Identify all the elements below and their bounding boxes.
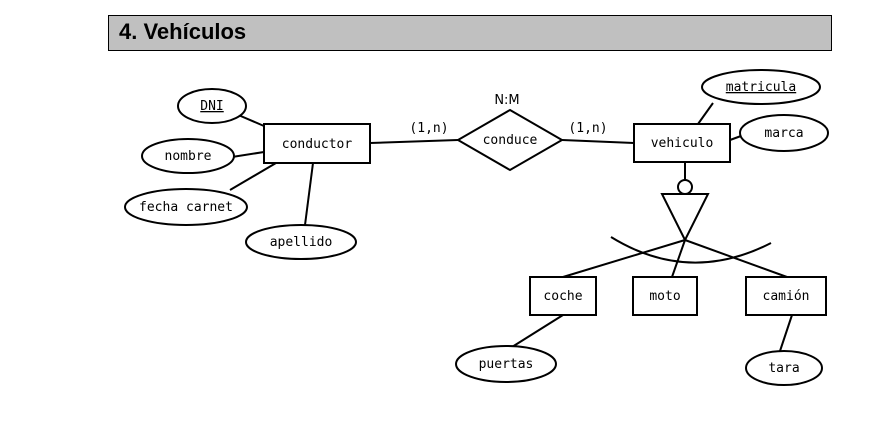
section-title: 4. Vehículos: [119, 19, 247, 44]
entity-conductor-label: conductor: [282, 137, 353, 152]
nombre-connector: [231, 151, 265, 158]
isa-coche-line: [562, 239, 686, 278]
attribute-puertas: puertas: [455, 345, 557, 383]
marca-connector: [729, 135, 742, 141]
attribute-apellido-label: apellido: [270, 235, 333, 250]
attribute-matricula: matricula: [701, 69, 821, 105]
relationship-type-label: N:M: [494, 93, 519, 108]
connector-lines: [229, 102, 793, 352]
attribute-dni-label: DNI: [200, 99, 223, 114]
entity-camion-label: camión: [763, 289, 810, 304]
entity-camion: camión: [745, 276, 827, 316]
attribute-nombre-label: nombre: [165, 149, 212, 164]
relationship-conduce: conduce: [455, 108, 565, 172]
attribute-tara: tara: [745, 350, 823, 386]
tara-connector: [779, 314, 793, 352]
puertas-connector: [511, 314, 564, 348]
attribute-matricula-label: matricula: [726, 80, 796, 95]
isa-triangle: [660, 193, 710, 243]
entity-moto-label: moto: [649, 289, 680, 304]
attribute-puertas-label: puertas: [479, 357, 534, 372]
attribute-tara-label: tara: [768, 361, 799, 376]
attribute-fecha-carnet-label: fecha carnet: [139, 200, 233, 215]
entity-coche: coche: [529, 276, 597, 316]
isa-circle: [677, 179, 693, 195]
cardinality-left: (1,n): [409, 121, 448, 136]
attribute-marca-label: marca: [764, 126, 803, 141]
section-header: 4. Vehículos: [108, 15, 832, 51]
cardinality-right: (1,n): [568, 121, 607, 136]
attribute-fecha-carnet: fecha carnet: [124, 188, 248, 226]
entity-moto: moto: [632, 276, 698, 316]
disjoint-arc: [610, 236, 772, 264]
conduce-vehiculo-line: [561, 139, 635, 144]
entity-coche-label: coche: [543, 289, 582, 304]
matricula-connector: [697, 102, 714, 125]
isa-moto-line: [671, 239, 686, 278]
relationship-conduce-label: conduce: [483, 133, 538, 148]
apellido-connector: [304, 162, 314, 226]
isa-camion-line: [684, 239, 788, 278]
attribute-marca: marca: [739, 114, 829, 152]
attribute-apellido: apellido: [245, 224, 357, 260]
attribute-nombre: nombre: [141, 138, 235, 174]
fecha-carnet-connector: [229, 162, 277, 191]
attribute-dni: DNI: [177, 88, 247, 124]
entity-vehiculo-label: vehiculo: [651, 136, 714, 151]
conductor-conduce-line: [369, 139, 459, 144]
entity-conductor: conductor: [263, 123, 371, 164]
entity-vehiculo: vehiculo: [633, 123, 731, 163]
